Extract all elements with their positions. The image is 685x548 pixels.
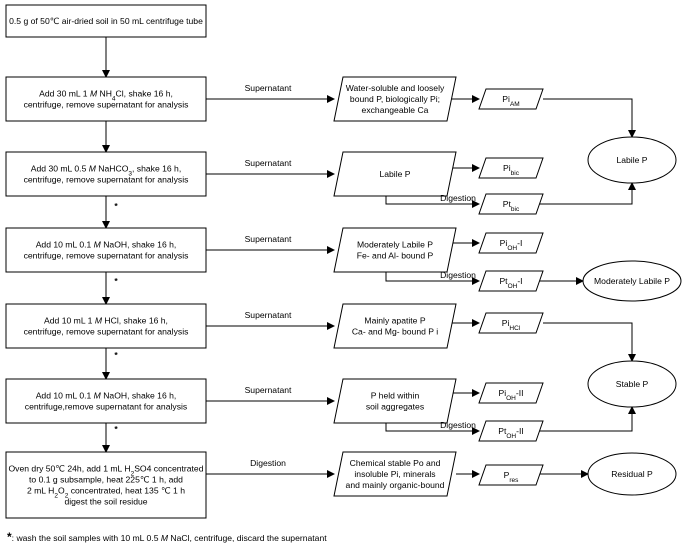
step-6-line: digest the soil residue: [64, 497, 147, 507]
step-6-line: to 0.1 g subsample, heat 225℃ 1 h, add: [29, 475, 183, 485]
description-1-shape: [333, 151, 457, 197]
supernatant-label-1: Supernatant: [245, 158, 292, 168]
fraction-5-line: PiHCl: [502, 318, 521, 332]
step-2-line: centrifuge, remove supernatant for analy…: [24, 175, 189, 185]
supernatant-label-2: Supernatant: [245, 234, 292, 244]
fraction-6-line: PiOH-II: [498, 388, 523, 402]
step-1-line: centrifuge, remove supernatant for analy…: [24, 100, 189, 110]
link-desc1-frac2: [385, 196, 480, 208]
pool-0-line: Labile P: [616, 155, 647, 165]
fraction-5-shape: [478, 312, 544, 334]
wash-marker: *: [114, 350, 118, 360]
fraction-4-line: PtOH-I: [499, 276, 522, 290]
nodes: [5, 4, 682, 519]
wash-marker: *: [114, 276, 118, 286]
step-6-box: [5, 451, 207, 519]
step-0-line: 0.5 g of 50℃ air-dried soil in 50 mL cen…: [9, 16, 203, 26]
description-2-shape: [333, 227, 457, 273]
pool-1-ellipse: [582, 260, 682, 302]
description-0-line: exchangeable Ca: [362, 105, 429, 115]
step-5-line: Add 10 mL 0.1 M NaOH, shake 16 h,: [36, 391, 177, 401]
description-0-line: bound P, biologically Pi;: [350, 94, 440, 104]
fraction-4-shape: [478, 270, 544, 292]
description-1-line: Labile P: [379, 169, 410, 179]
digestion-label-oh2: Digestion: [440, 420, 476, 430]
description-5-line: Chemical stable Po and: [350, 458, 441, 468]
description-5-shape: [333, 451, 457, 497]
fraction-2-line: Ptbic: [503, 199, 520, 213]
wash-marker: *: [114, 424, 118, 434]
labels: 0.5 g of 50℃ air-dried soil in 50 mL cen…: [7, 16, 670, 544]
description-4-line: soil aggregates: [366, 402, 424, 412]
description-5-line: and mainly organic-bound: [346, 480, 445, 490]
step-1-box: [5, 76, 207, 122]
step-1-line: Add 30 mL 1 M NH4Cl, shake 16 h,: [39, 89, 173, 103]
pool-3-line: Residual P: [611, 469, 653, 479]
supernatant-label-3: Supernatant: [245, 310, 292, 320]
step-3-line: centrifuge, remove supernatant for analy…: [24, 251, 189, 261]
link-frac5-pool2: [543, 322, 636, 362]
step-5-box: [5, 378, 207, 424]
supernatant-label-0: Supernatant: [245, 83, 292, 93]
description-0-shape: [333, 76, 457, 122]
fraction-3-shape: [478, 232, 544, 254]
step-0-box: [5, 4, 207, 38]
step-2-box: [5, 151, 207, 197]
pool-1-line: Moderately Labile P: [594, 276, 670, 286]
step-4-line: centrifuge, remove supernatant for analy…: [24, 327, 189, 337]
fraction-0-line: PiAM: [502, 94, 519, 108]
fraction-0-shape: [478, 88, 544, 110]
pool-2-ellipse: [587, 360, 677, 408]
digestion-label-oh1: Digestion: [440, 270, 476, 280]
description-4-line: P held within: [371, 391, 420, 401]
link-desc4-frac7: [385, 423, 480, 435]
wash-marker: *: [114, 201, 118, 211]
description-2-line: Fe- and Al- bound P: [357, 251, 434, 261]
step-3-line: Add 10 mL 0.1 M NaOH, shake 16 h,: [36, 240, 177, 250]
fraction-8-line: Pres: [504, 470, 520, 484]
digestion-label-residue: Digestion: [250, 458, 286, 468]
fraction-1-shape: [478, 157, 544, 179]
description-2-line: Moderately Labile P: [357, 240, 433, 250]
pool-3-ellipse: [587, 452, 677, 496]
connectors: [102, 37, 636, 478]
step-6-line: Oven dry 50℃ 24h, add 1 mL H2SO4 concent…: [9, 464, 204, 478]
step-6-line: 2 mL H2O2 concentrated, heat 135 ℃ 1 h: [27, 486, 185, 500]
link-frac2-pool0: [539, 182, 636, 205]
step-5-line: centrifuge,remove supernatant for analys…: [25, 402, 187, 412]
description-3-shape: [333, 303, 457, 349]
step-3-box: [5, 227, 207, 273]
description-3-line: Mainly apatite P: [364, 316, 425, 326]
link-frac7-pool2: [539, 406, 636, 432]
step-4-line: Add 10 mL 1 M HCl, shake 16 h,: [44, 316, 168, 326]
fraction-7-line: PtOH-II: [498, 426, 524, 440]
footnote: *: wash the soil samples with 10 mL 0.5 …: [7, 530, 327, 544]
description-3-line: Ca- and Mg- bound P i: [352, 327, 438, 337]
fraction-2-shape: [478, 193, 544, 215]
supernatant-label-4: Supernatant: [245, 385, 292, 395]
description-0-line: Water-soluble and loosely: [346, 83, 445, 93]
fraction-3-line: PiOH-I: [500, 238, 523, 252]
description-5-line: insoluble Pi, minerals: [354, 469, 435, 479]
fraction-1-line: Pibic: [503, 163, 520, 177]
description-4-shape: [333, 378, 457, 424]
pool-2-line: Stable P: [616, 379, 649, 389]
fraction-8-shape: [478, 464, 544, 486]
digestion-label-bic: Digestion: [440, 193, 476, 203]
fraction-7-shape: [478, 420, 544, 442]
step-4-box: [5, 303, 207, 349]
pool-0-ellipse: [587, 136, 677, 184]
link-frac0-pool0: [543, 98, 636, 138]
fraction-6-shape: [478, 382, 544, 404]
link-desc2-frac4: [385, 272, 480, 285]
step-2-line: Add 30 mL 0.5 M NaHCO3, shake 16 h,: [31, 164, 181, 178]
